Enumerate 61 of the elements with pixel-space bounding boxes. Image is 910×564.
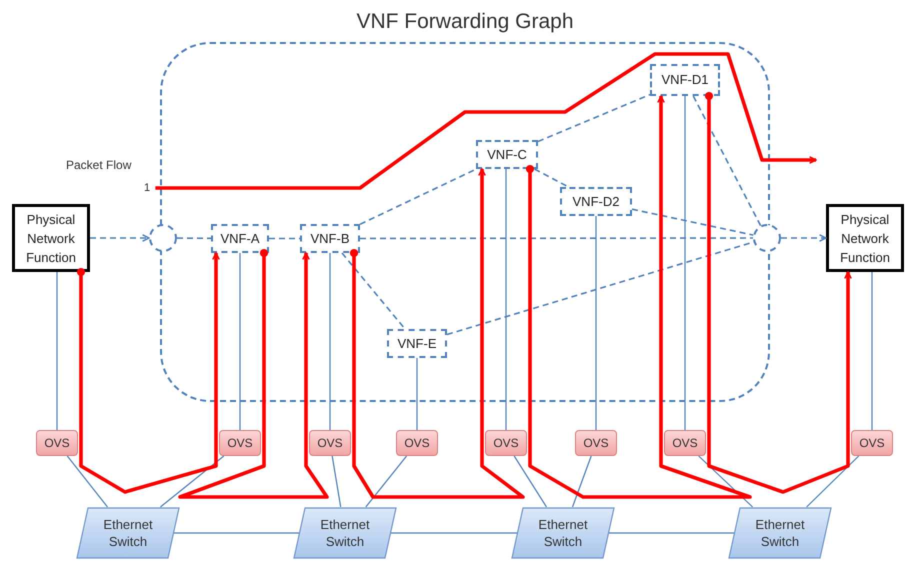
connector-line — [360, 237, 753, 240]
connector-line — [341, 252, 406, 330]
connector-line — [514, 456, 547, 508]
connector-line — [806, 456, 860, 508]
ovs-box: OVS — [851, 430, 893, 456]
vnf-box: VNF-C — [476, 140, 538, 169]
vnf-box: VNF-B — [300, 224, 360, 253]
connector-line — [538, 94, 650, 142]
flow-label: Packet Flow — [66, 157, 132, 174]
connector-line — [90, 234, 150, 242]
ovs-box: OVS — [219, 430, 261, 456]
connector-line — [781, 234, 827, 242]
connector-line — [595, 216, 597, 430]
connector-line — [365, 456, 408, 508]
connector-line — [239, 253, 241, 430]
vnf-box: VNF-E — [387, 329, 447, 358]
connector-line — [609, 532, 734, 534]
connector-line — [56, 272, 58, 430]
network-function-box: Physical Network Function — [12, 204, 90, 272]
ovs-box: OVS — [309, 430, 351, 456]
network-function-box: Physical Network Function — [826, 204, 904, 272]
flow-arrow — [76, 252, 220, 494]
junction-circle — [753, 224, 781, 252]
connector-line — [692, 96, 762, 226]
connector-line — [329, 253, 331, 430]
connector-line — [446, 241, 754, 336]
ethernet-switch: Ethernet Switch — [728, 507, 832, 559]
connector-line — [160, 456, 224, 508]
ovs-box: OVS — [664, 430, 706, 456]
connector-line — [684, 96, 686, 430]
connector-line — [360, 168, 477, 226]
connector-line — [332, 456, 342, 508]
connector-line — [174, 532, 299, 534]
connector-line — [572, 456, 592, 508]
flow-arrow — [178, 248, 329, 499]
flow-arrow — [155, 52, 817, 190]
ethernet-switch: Ethernet Switch — [293, 507, 397, 559]
vnf-box: VNF-D2 — [560, 187, 632, 216]
connector-line — [632, 208, 754, 236]
flow-arrow — [704, 92, 852, 494]
vnf-box: VNF-D1 — [650, 64, 720, 96]
ethernet-switch: Ethernet Switch — [76, 507, 180, 559]
connector-line — [871, 272, 873, 430]
flow-arrow — [526, 95, 752, 499]
ovs-box: OVS — [575, 430, 617, 456]
connector-line — [534, 168, 569, 188]
ovs-box: OVS — [485, 430, 527, 456]
flow-number: 1 — [141, 180, 153, 196]
ovs-box: OVS — [36, 430, 78, 456]
junction-circle — [149, 224, 177, 252]
ethernet-switch: Ethernet Switch — [511, 507, 615, 559]
vnf-box: VNF-A — [211, 224, 269, 253]
connector-line — [416, 358, 418, 430]
graph-title: VNF Forwarding Graph — [355, 9, 575, 35]
connector-line — [269, 238, 300, 240]
flow-arrow — [350, 168, 525, 499]
connector-line — [66, 456, 108, 508]
connector-line — [177, 237, 211, 240]
connector-line — [505, 169, 507, 430]
ovs-box: OVS — [396, 430, 438, 456]
connector-line — [391, 532, 517, 534]
